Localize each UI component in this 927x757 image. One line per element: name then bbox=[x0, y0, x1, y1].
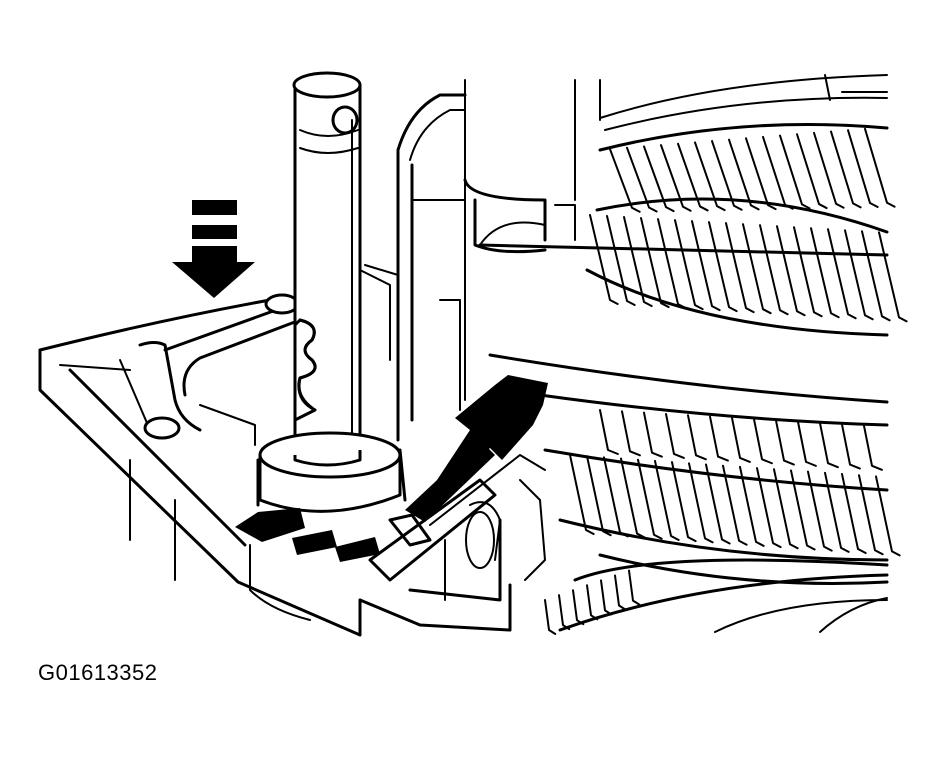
gear-tooth bbox=[725, 222, 755, 314]
gear-tooth bbox=[762, 135, 794, 210]
gear-tooth bbox=[614, 574, 627, 611]
gear-tooth bbox=[643, 411, 663, 458]
gear-tooth bbox=[620, 457, 646, 539]
gear-tooth bbox=[674, 219, 704, 311]
gear-tooth bbox=[745, 137, 777, 211]
gear-tooth bbox=[603, 456, 629, 538]
gear-tooth bbox=[671, 461, 697, 543]
gear-tooth bbox=[753, 418, 773, 465]
gear-tooth bbox=[759, 224, 789, 316]
gear-tooth bbox=[609, 148, 641, 213]
fork-notches bbox=[293, 318, 317, 422]
gear-tooth bbox=[599, 409, 619, 455]
gear-tooth bbox=[711, 140, 743, 211]
gear-tooth bbox=[589, 214, 619, 305]
gear-tooth bbox=[677, 142, 709, 212]
gear-tooth bbox=[606, 215, 636, 307]
gear-tooth bbox=[626, 146, 658, 213]
gear-tooth bbox=[643, 145, 675, 213]
gear-tooth bbox=[878, 231, 908, 323]
gear-tooth bbox=[640, 217, 670, 309]
gear-tooth bbox=[830, 130, 862, 209]
gear-tooth bbox=[875, 475, 901, 557]
gear-tooth bbox=[657, 218, 687, 310]
gear-tooth bbox=[863, 424, 883, 471]
gear-stack bbox=[464, 74, 908, 635]
gear-tooth bbox=[819, 422, 839, 469]
gear-tooth bbox=[775, 419, 795, 466]
gear-tooth bbox=[731, 416, 751, 463]
gear-tooth bbox=[688, 462, 714, 544]
gear-tooth bbox=[708, 221, 738, 313]
gear-tooth bbox=[728, 138, 760, 211]
gear-tooth bbox=[796, 133, 828, 210]
gear-tooth bbox=[861, 230, 891, 322]
gear-tooth bbox=[637, 458, 663, 540]
gear-tooth bbox=[694, 141, 726, 212]
gear-tooth bbox=[660, 144, 692, 212]
gear-tooth bbox=[722, 464, 748, 546]
gear-tooth bbox=[827, 228, 857, 320]
rod-collar bbox=[256, 431, 407, 513]
gear-tooth bbox=[628, 569, 641, 606]
press-down-arrow bbox=[172, 200, 255, 298]
gear-tooth bbox=[544, 599, 557, 635]
gear-tooth bbox=[569, 454, 595, 535]
gear-tooth bbox=[691, 220, 721, 312]
pointer-arrow bbox=[405, 375, 548, 522]
gear-tooth bbox=[756, 467, 782, 549]
gear-tooth bbox=[797, 420, 817, 467]
bottom-gear bbox=[544, 558, 889, 635]
gear-tooth bbox=[687, 414, 707, 461]
gear-tooth bbox=[621, 410, 641, 457]
middle-gear bbox=[478, 214, 908, 427]
case-housing bbox=[396, 93, 576, 442]
gear-tooth bbox=[705, 463, 731, 545]
interlock-plate bbox=[368, 454, 546, 601]
gear-tooth bbox=[742, 223, 772, 315]
gear-tooth bbox=[864, 127, 896, 208]
gear-tooth bbox=[709, 415, 729, 462]
gear-tooth bbox=[665, 412, 685, 459]
gear-tooth bbox=[776, 225, 806, 317]
gear-tooth bbox=[841, 423, 861, 470]
gear-tooth bbox=[572, 589, 585, 626]
gear-tooth bbox=[623, 216, 653, 308]
gear-tooth bbox=[586, 584, 599, 621]
case-flange bbox=[38, 259, 512, 637]
gear-tooth bbox=[654, 459, 680, 541]
gear-tooth bbox=[773, 468, 799, 550]
gear-tooth bbox=[790, 469, 816, 551]
gear-tooth bbox=[779, 134, 811, 210]
slide-left-arrow bbox=[235, 508, 380, 562]
gear-tooth bbox=[558, 594, 571, 631]
gear-tooth bbox=[600, 579, 613, 616]
gear-tooth bbox=[586, 455, 612, 537]
figure-id-label: G01613352 bbox=[38, 660, 158, 685]
gear-tooth bbox=[813, 131, 845, 209]
gear-tooth bbox=[810, 227, 840, 319]
gear-tooth bbox=[824, 471, 850, 553]
upper-gear bbox=[585, 122, 896, 337]
gear-tooth bbox=[858, 474, 884, 556]
lower-gear bbox=[543, 409, 901, 585]
gear-tooth bbox=[847, 129, 879, 209]
gear-tooth bbox=[807, 470, 833, 552]
gear-tooth bbox=[739, 465, 765, 547]
gear-tooth bbox=[844, 229, 874, 321]
gear-tooth bbox=[793, 226, 823, 318]
gear-tooth bbox=[841, 473, 867, 555]
